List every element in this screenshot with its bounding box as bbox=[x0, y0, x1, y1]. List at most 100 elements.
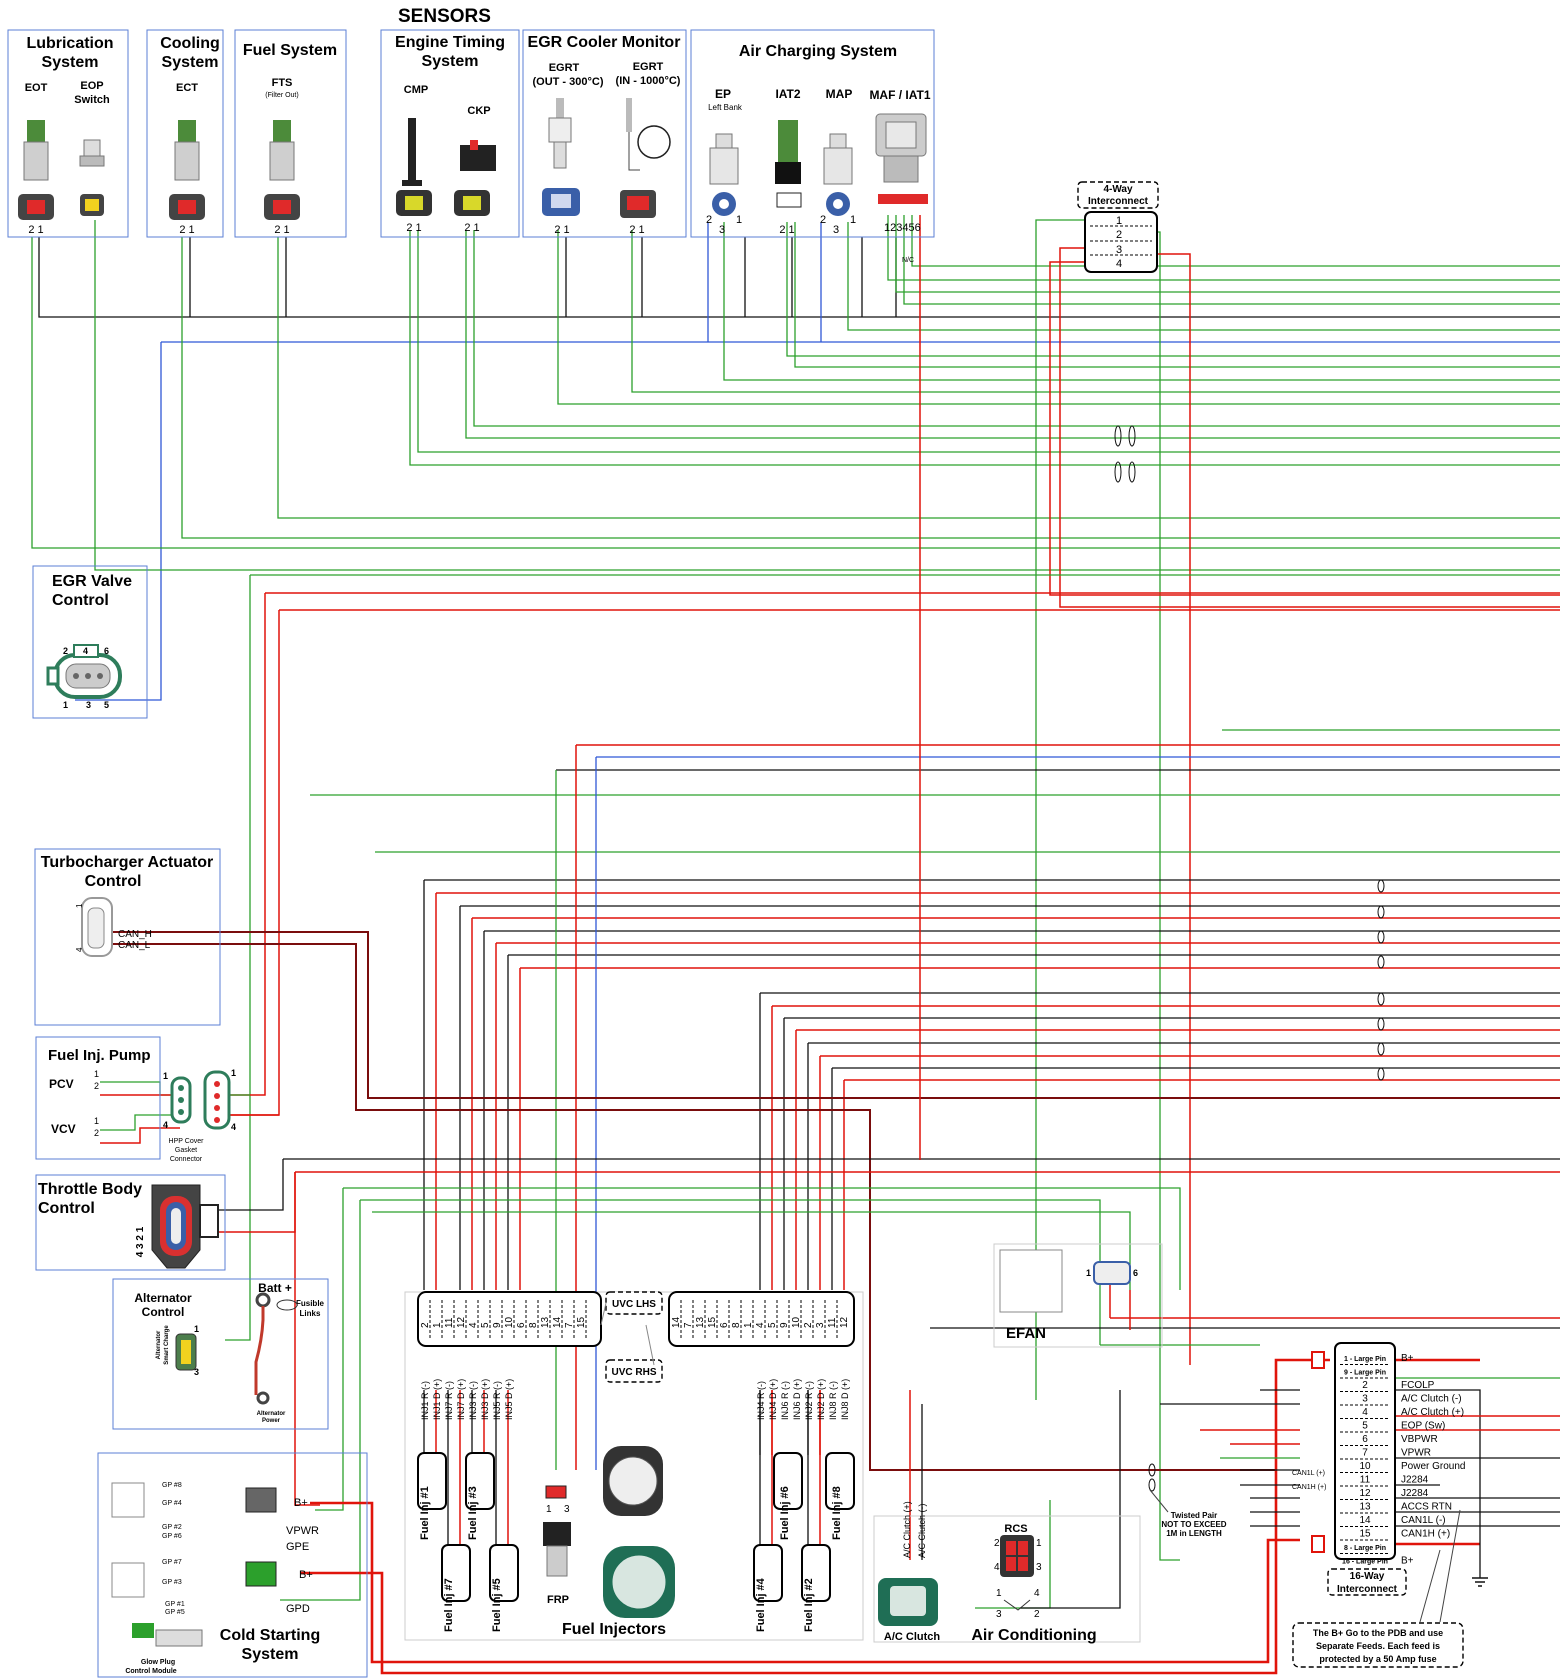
can1h-label: CAN1H (+) bbox=[1292, 1484, 1326, 1491]
signal: INJ1 R (-) bbox=[420, 1381, 430, 1420]
pin-signal: A/C Clutch (-) bbox=[1401, 1394, 1462, 1405]
signal: INJ2 R (-) bbox=[804, 1381, 814, 1420]
throttle-title: Throttle Body bbox=[38, 1181, 142, 1198]
pin-number: 14 bbox=[1359, 1515, 1371, 1526]
alt-side-label-2: Smart Charge bbox=[164, 1325, 170, 1365]
pin-number: 1 - Large Pin bbox=[1344, 1356, 1386, 1363]
iat2-pins: 2 1 bbox=[779, 224, 794, 236]
eot-label: EOT bbox=[25, 82, 48, 94]
inj3-plug bbox=[465, 1452, 495, 1510]
pin-number: 9 - Large Pin bbox=[1344, 1370, 1386, 1377]
inj8-plug bbox=[825, 1452, 855, 1510]
rhs-pin: 8 bbox=[731, 1322, 742, 1328]
pcv-num-1: 1 bbox=[94, 1069, 99, 1079]
frp-pin-1: 1 bbox=[546, 1504, 552, 1515]
maf-sensor-icon bbox=[875, 113, 928, 204]
four-way-body bbox=[1084, 211, 1158, 273]
gp2-label: GP #2 bbox=[162, 1524, 182, 1531]
sixteen-way-label-box bbox=[1327, 1568, 1407, 1596]
cs-bplus-1: B+ bbox=[294, 1497, 308, 1509]
rhs-pin-labels: 14 7 13 15 6 8 1 4 5 9 10 2 3 11 12 bbox=[671, 1316, 850, 1328]
rhs-pin: 1 bbox=[743, 1322, 754, 1328]
gp-module-label: Glow Plug bbox=[141, 1659, 175, 1666]
egrt-in-range: (IN - 1000°C) bbox=[616, 75, 681, 87]
signal: INJ5 R (-) bbox=[492, 1381, 502, 1420]
ac-sw-pin-1: 1 bbox=[996, 1588, 1002, 1599]
rcs-pin-4: 4 bbox=[994, 1562, 1000, 1573]
fts-label: FTS bbox=[272, 77, 293, 89]
cold-start-box bbox=[97, 1452, 368, 1678]
eop-switch-icon bbox=[79, 139, 105, 216]
page-title: SENSORS bbox=[398, 6, 491, 27]
gp8-label: GP #8 bbox=[162, 1482, 182, 1489]
egr-pin-1: 1 bbox=[63, 700, 68, 710]
injector-plugs bbox=[417, 1452, 855, 1602]
throttle-pins: 4 3 2 1 bbox=[135, 1226, 146, 1257]
gp7-label: GP #7 bbox=[162, 1559, 182, 1566]
fuel-pump-box bbox=[35, 1036, 161, 1160]
four-way-label-2: Interconnect bbox=[1088, 196, 1149, 207]
four-way-label: 4-Way bbox=[1103, 184, 1133, 195]
frp-label: FRP bbox=[547, 1594, 569, 1606]
egrt-in-label: EGRT bbox=[633, 61, 664, 73]
map-sensor-icon bbox=[823, 133, 853, 216]
rhs-pin: 2 bbox=[803, 1322, 814, 1328]
signal: INJ4 R (-) bbox=[756, 1381, 766, 1420]
inj1-label: Fuel Inj #1 bbox=[419, 1486, 431, 1540]
inj7-plug bbox=[441, 1544, 471, 1602]
fts-sensor-icon bbox=[264, 120, 300, 220]
iat2-sensor-icon bbox=[775, 120, 802, 208]
egrt-out-pins: 2 1 bbox=[554, 224, 569, 236]
ep-pin-3: 3 bbox=[719, 224, 725, 236]
fuel-inj-pump: Fuel Inj. Pump PCV VCV 1 2 1 2 1 4 1 4 H… bbox=[35, 1036, 236, 1163]
turbo-box bbox=[34, 848, 221, 1026]
glow-plug-connector-icon bbox=[111, 1482, 277, 1647]
eop-label: EOP bbox=[80, 80, 103, 92]
pin-signal: B+ bbox=[1401, 1556, 1414, 1567]
alt-side-label: Alternator bbox=[156, 1330, 162, 1359]
fts-pins: 2 1 bbox=[274, 224, 289, 236]
twisted-pair-label-2: NOT TO EXCEED bbox=[1161, 1520, 1226, 1529]
hpp-caption: HPP Cover bbox=[169, 1138, 205, 1145]
egr-valve-title: EGR Valve bbox=[52, 573, 132, 590]
ac-box bbox=[873, 1515, 1141, 1643]
ect-pins: 2 1 bbox=[179, 224, 194, 236]
pin-number: 12 bbox=[1359, 1488, 1371, 1499]
signal: INJ6 D (+) bbox=[792, 1379, 802, 1420]
inj6-label: Fuel Inj #6 bbox=[779, 1486, 791, 1540]
ac-clutch-minus: A/C Clutch (-) bbox=[917, 1503, 927, 1558]
maf-iat1-label: MAF / IAT1 bbox=[869, 88, 930, 102]
turbo-actuator: Turbocharger Actuator Control 1 4 CAN_H … bbox=[34, 848, 221, 1026]
egr-cooler-box bbox=[522, 29, 687, 238]
ac-clutch-label: A/C Clutch bbox=[884, 1631, 941, 1643]
pin-number: 8 - Large Pin bbox=[1344, 1545, 1386, 1552]
throttle-body: Throttle Body Control 4 3 2 1 bbox=[35, 1174, 226, 1271]
cs-bplus-2: B+ bbox=[299, 1569, 313, 1581]
rcs-pin-1: 1 bbox=[1036, 1538, 1042, 1549]
turbo-connector-icon bbox=[81, 897, 113, 957]
twisted-pair-label-3: 1M in LENGTH bbox=[1166, 1529, 1222, 1538]
eot-sensor-icon bbox=[18, 120, 54, 220]
hpp-pin-1: 1 bbox=[163, 1071, 168, 1081]
signal: INJ8 D (+) bbox=[840, 1379, 850, 1420]
ac-sw-pin-2: 2 bbox=[1034, 1609, 1040, 1620]
pin-signal: CAN1L (-) bbox=[1401, 1515, 1446, 1526]
lhs-pin: 2 bbox=[420, 1322, 431, 1328]
pin-number: 6 bbox=[1362, 1434, 1368, 1445]
lhs-pin: 12 bbox=[456, 1316, 467, 1328]
round-connector-icon bbox=[603, 1446, 675, 1618]
rhs-signal-labels: INJ4 R (-) INJ4 D (+) INJ6 R (-) INJ6 D … bbox=[756, 1379, 850, 1420]
pin-number: 11 bbox=[1360, 1475, 1371, 1486]
lhs-signal-labels: INJ1 R (-) INJ1 D (+) INJ7 R (-) INJ7 D … bbox=[420, 1379, 514, 1420]
twisted-pair-note: Twisted Pair NOT TO EXCEED 1M in LENGTH bbox=[1149, 1489, 1227, 1538]
timing-title: Engine Timing bbox=[395, 34, 505, 51]
signal: INJ5 D (+) bbox=[504, 1379, 514, 1420]
lhs-pin: 15 bbox=[576, 1316, 587, 1328]
lubrication-title: Lubrication bbox=[26, 35, 113, 52]
sixteen-way-label-2: Interconnect bbox=[1337, 1584, 1398, 1595]
lhs-pin: 9 bbox=[492, 1322, 503, 1328]
uvc-lhs-connector bbox=[417, 1291, 602, 1347]
signal: INJ3 D (+) bbox=[480, 1379, 490, 1420]
gp1-label: GP #1 bbox=[165, 1601, 185, 1608]
